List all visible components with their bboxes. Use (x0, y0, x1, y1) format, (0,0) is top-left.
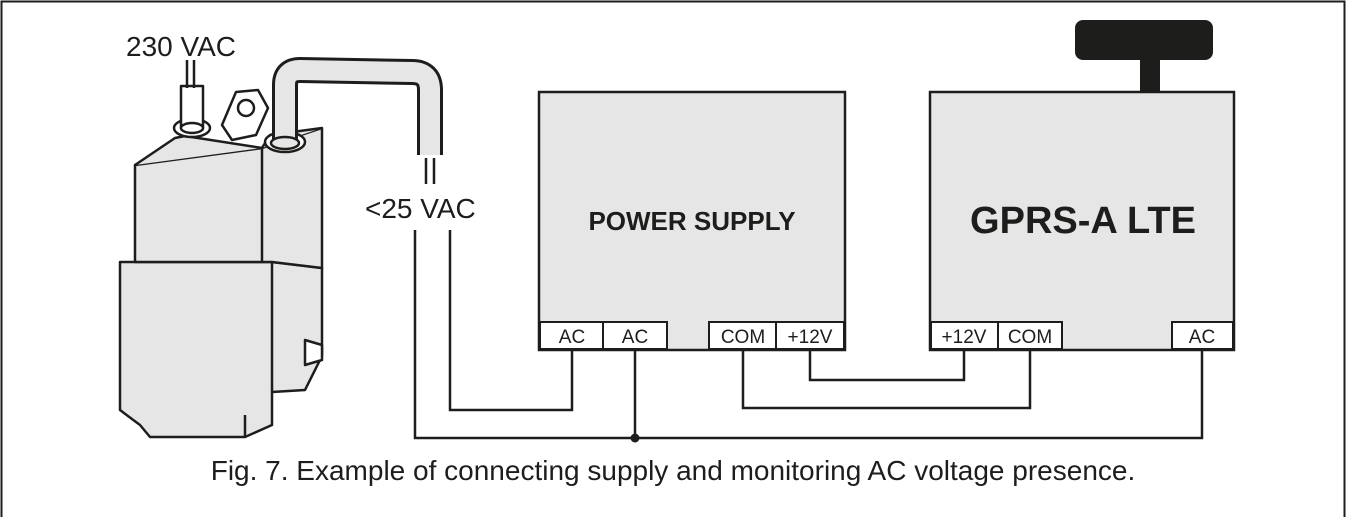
figure-caption: Fig. 7. Example of connecting supply and… (211, 455, 1136, 486)
power-supply-title: POWER SUPPLY (588, 206, 795, 236)
gprs-terminal-ac: AC (1189, 327, 1215, 348)
antenna (1075, 20, 1213, 92)
wire-12v (808, 350, 966, 382)
gprs-terminal-12v: +12V (942, 327, 987, 348)
wire-junction (630, 433, 640, 443)
gprs-module-box: GPRS-A LTE +12V COM AC (928, 90, 1236, 352)
mains-voltage-label: 230 VAC (126, 31, 236, 62)
gprs-module-title: GPRS-A LTE (970, 200, 1196, 242)
transformer (118, 84, 324, 439)
power-supply-box: POWER SUPPLY AC AC COM +12V (537, 90, 847, 352)
ps-terminal-12v: +12V (788, 327, 833, 348)
mains-wires (185, 60, 196, 88)
ps-terminal-com: COM (721, 327, 765, 348)
gprs-terminal-com: COM (1008, 327, 1052, 348)
wire-ac1 (448, 230, 574, 412)
wire-com (741, 350, 1032, 410)
wire-ac-monitor (413, 230, 1204, 440)
ps-terminal-ac2: AC (622, 327, 648, 348)
ps-terminal-ac1: AC (559, 327, 585, 348)
wiring (413, 230, 1204, 440)
secondary-voltage-label: <25 VAC (365, 193, 476, 224)
secondary-wires (424, 158, 436, 184)
